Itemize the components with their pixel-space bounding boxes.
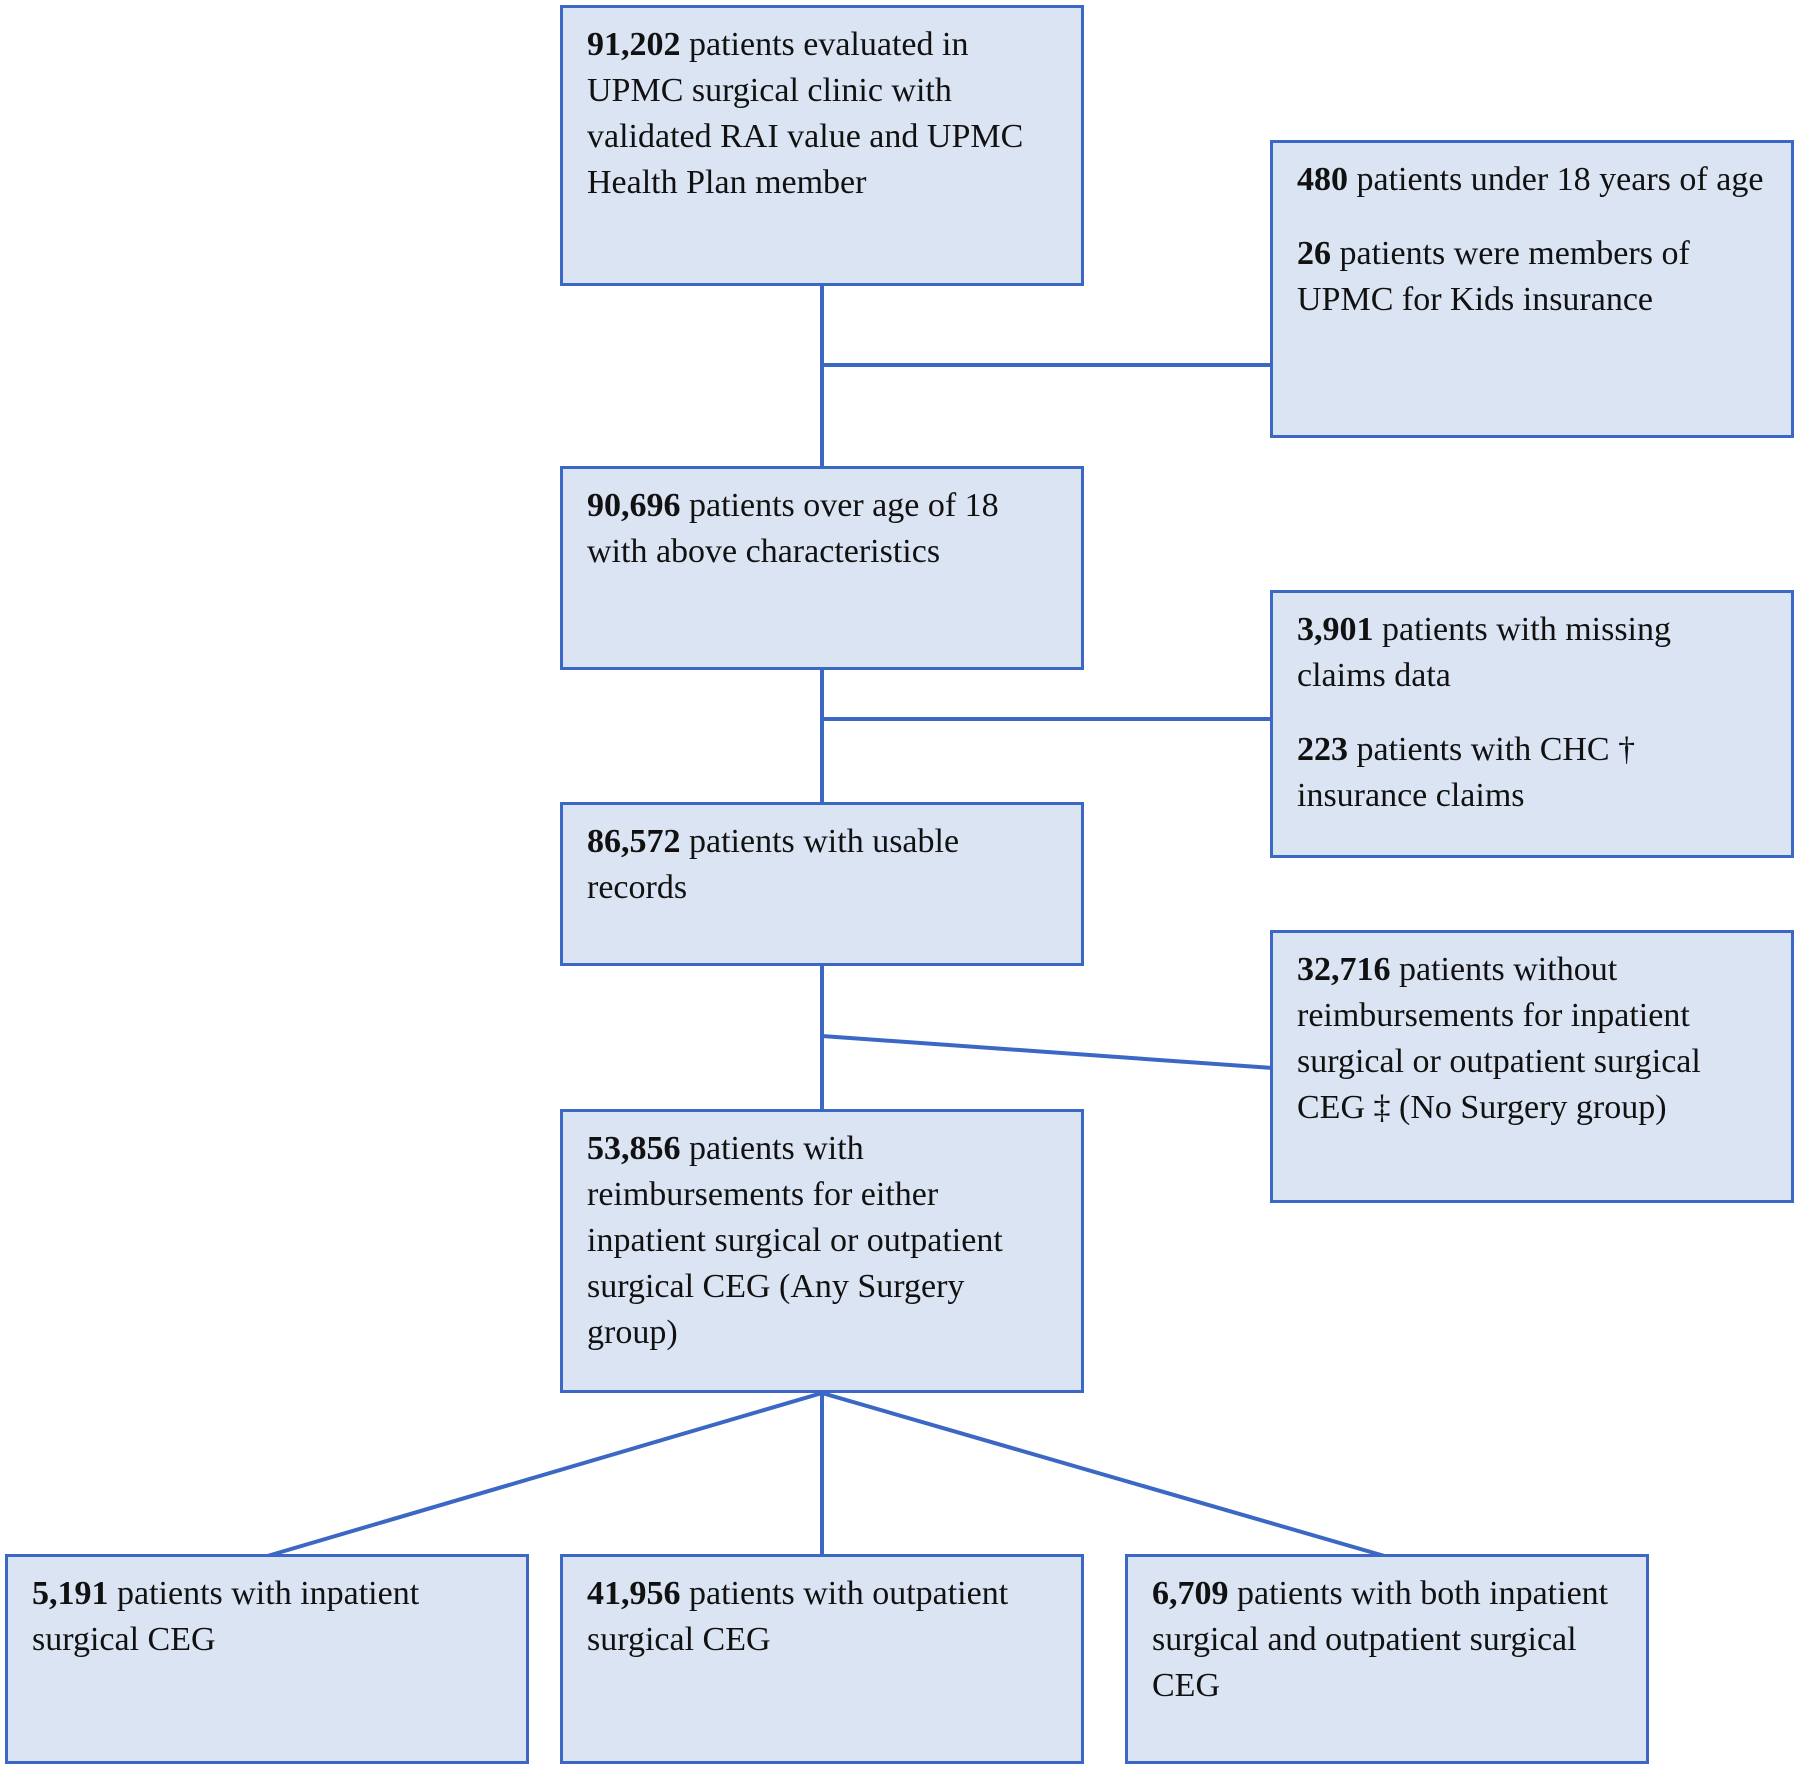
box-exclusion-age-insurance: 480 patients under 18 years of age 26 pa… <box>1270 140 1794 438</box>
patient-count: 5,191 <box>32 1575 109 1612</box>
box-text: 91,202 patients evaluated in UPMC surgic… <box>587 22 1057 206</box>
patient-count: 3,901 <box>1297 611 1374 648</box>
patient-count: 6,709 <box>1152 1575 1229 1612</box>
box-text: 53,856 patients with reimbursements for … <box>587 1126 1057 1356</box>
box-text: 41,956 patients with outpatient surgical… <box>587 1571 1057 1663</box>
patient-count: 86,572 <box>587 823 681 860</box>
box-description: patients with both inpatient surgical an… <box>1152 1575 1609 1704</box>
box-description: patients without reimbursements for inpa… <box>1297 951 1701 1126</box>
box-description: patients evaluated in UPMC surgical clin… <box>587 26 1024 201</box>
patient-count: 223 <box>1297 731 1348 768</box>
box-text: 90,696 patients over age of 18 with abov… <box>587 483 1057 575</box>
patient-count: 90,696 <box>587 487 681 524</box>
box-usable-records: 86,572 patients with usable records <box>560 802 1084 966</box>
box-text: 26 patients were members of UPMC for Kid… <box>1297 231 1767 323</box>
box-description: patients under 18 years of age <box>1356 161 1764 198</box>
box-text: 6,709 patients with both inpatient surgi… <box>1152 1571 1622 1709</box>
box-description: patients with reimbursements for either … <box>587 1130 1003 1351</box>
box-text: 3,901 patients with missing claims data <box>1297 607 1767 699</box>
box-any-surgery-group: 53,856 patients with reimbursements for … <box>560 1109 1084 1393</box>
box-no-surgery-group: 32,716 patients without reimbursements f… <box>1270 930 1794 1203</box>
patient-count: 53,856 <box>587 1130 681 1167</box>
patient-count: 41,956 <box>587 1575 681 1612</box>
box-both-ceg: 6,709 patients with both inpatient surgi… <box>1125 1554 1649 1764</box>
box-description: patients were members of UPMC for Kids i… <box>1297 235 1690 318</box>
box-description: patients over age of 18 with above chara… <box>587 487 999 570</box>
box-description: patients with inpatient surgical CEG <box>32 1575 420 1658</box>
patient-count: 26 <box>1297 235 1331 272</box>
connector-any-to-inpatient <box>263 1391 823 1559</box>
patient-count: 480 <box>1297 161 1348 198</box>
patient-count: 91,202 <box>587 26 681 63</box>
box-text: 32,716 patients without reimbursements f… <box>1297 947 1767 1131</box>
patient-count: 32,716 <box>1297 951 1391 988</box>
box-description: patients with CHC † insurance claims <box>1297 731 1636 814</box>
box-text: 5,191 patients with inpatient surgical C… <box>32 1571 502 1663</box>
box-adult-patients: 90,696 patients over age of 18 with abov… <box>560 466 1084 670</box>
box-text: 480 patients under 18 years of age <box>1297 157 1767 203</box>
box-text: 223 patients with CHC † insurance claims <box>1297 727 1767 819</box>
connector-no-surgery <box>821 1034 1273 1070</box>
box-description: patients with missing claims data <box>1297 611 1671 694</box>
box-text: 86,572 patients with usable records <box>587 819 1057 911</box>
box-evaluated-patients: 91,202 patients evaluated in UPMC surgic… <box>560 5 1084 286</box>
box-outpatient-ceg: 41,956 patients with outpatient surgical… <box>560 1554 1084 1764</box>
connector-any-to-both <box>821 1391 1389 1559</box>
box-exclusion-claims: 3,901 patients with missing claims data … <box>1270 590 1794 858</box>
box-description: patients with outpatient surgical CEG <box>587 1575 1009 1658</box>
box-inpatient-ceg: 5,191 patients with inpatient surgical C… <box>5 1554 529 1764</box>
box-description: patients with usable records <box>587 823 960 906</box>
